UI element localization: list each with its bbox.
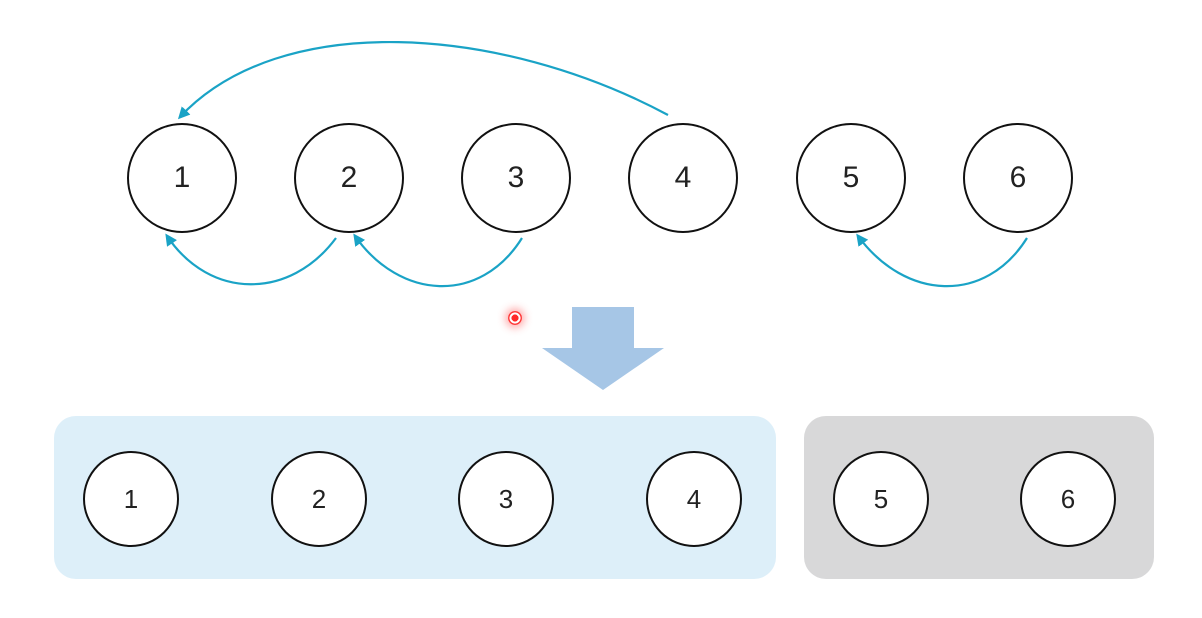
link-arrow-6-to-5 xyxy=(856,233,1028,288)
group-1-node-4: 4 xyxy=(646,451,742,547)
node-5: 5 xyxy=(796,123,906,233)
node-1: 1 xyxy=(127,123,237,233)
group-2-node-6: 6 xyxy=(1020,451,1116,547)
link-arrow-2-to-1 xyxy=(165,233,337,286)
pointer-cursor-icon xyxy=(508,311,522,325)
group-2-node-5: 5 xyxy=(833,451,929,547)
down-arrow-icon xyxy=(542,307,664,390)
group-1-node-1: 1 xyxy=(83,451,179,547)
link-arrow-3-to-2 xyxy=(353,233,523,288)
group-1-node-3: 3 xyxy=(458,451,554,547)
node-2: 2 xyxy=(294,123,404,233)
node-3: 3 xyxy=(461,123,571,233)
group-1-node-2: 2 xyxy=(271,451,367,547)
node-6: 6 xyxy=(963,123,1073,233)
link-arrow-4-to-1 xyxy=(177,41,669,120)
node-4: 4 xyxy=(628,123,738,233)
